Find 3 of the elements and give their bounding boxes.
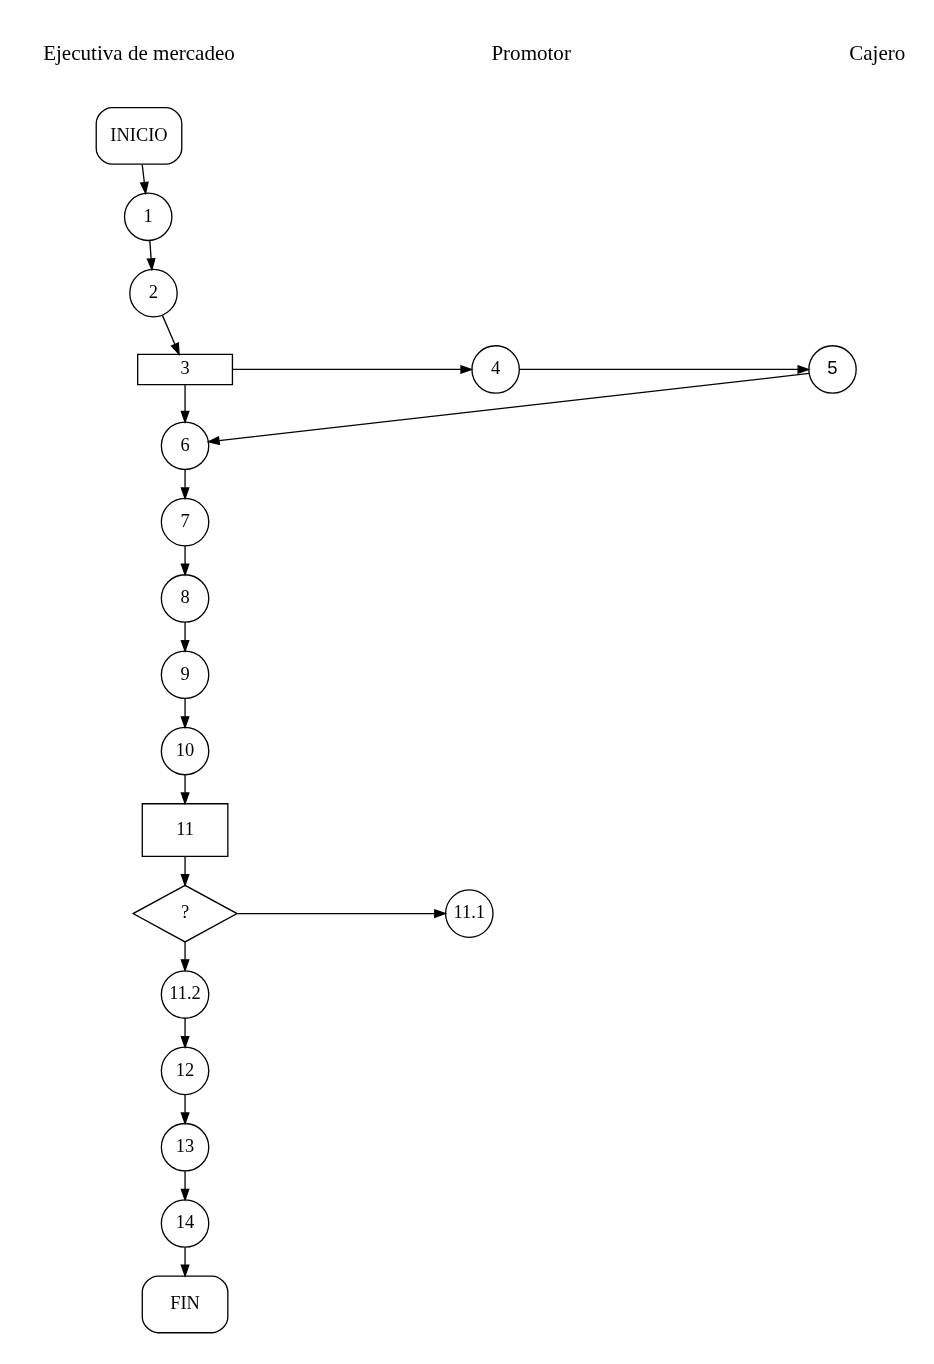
label: Ejecutiva de mercadeo [43,40,235,65]
label: Cajero [849,40,906,65]
label: Promotor [491,40,571,65]
